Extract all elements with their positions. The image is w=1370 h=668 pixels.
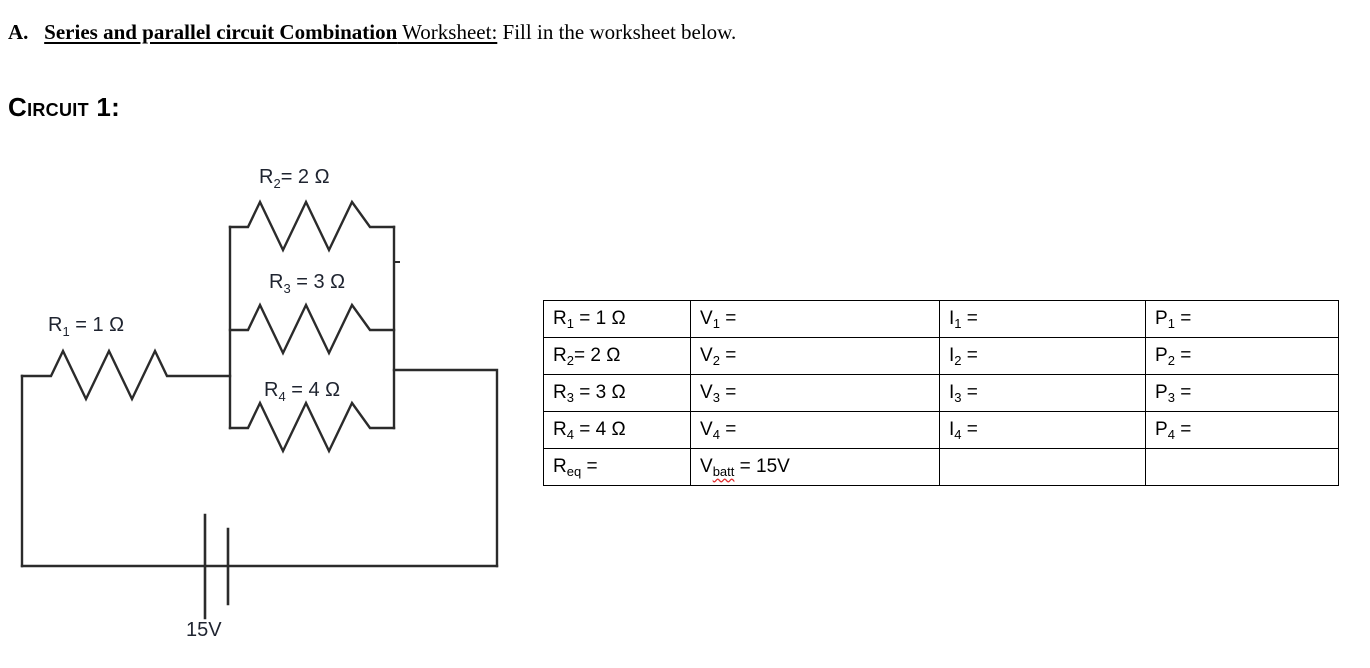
heading-underlined-bold: Series and parallel circuit Combination — [44, 20, 398, 44]
label-r1: R1 = 1 Ω — [48, 314, 124, 339]
heading-underlined-plain: Worksheet: — [397, 20, 498, 44]
cell-power[interactable]: P4 = — [1145, 411, 1339, 449]
spellcheck-underline: batt — [712, 463, 735, 479]
cell-power[interactable]: P2 = — [1145, 337, 1339, 375]
label-battery-voltage: 15V — [186, 619, 222, 641]
battery-15v — [203, 513, 230, 620]
worksheet-table-body: R1 = 1 Ω V1 = I1 = P1 = R2= 2 Ω V2 = I2 … — [543, 300, 1339, 486]
cell-voltage[interactable]: V3 = — [690, 374, 940, 412]
worksheet-heading: A. Series and parallel circuit Combinati… — [8, 20, 736, 45]
cell-battery-voltage[interactable]: Vbatt = 15V — [690, 448, 940, 486]
cell-current[interactable]: I2 = — [939, 337, 1146, 375]
heading-rest: Fill in the worksheet below. — [497, 20, 737, 44]
label-r2: R2= 2 Ω — [259, 166, 330, 191]
circuit-schematic-svg: R2= 2 Ω R3 = 3 Ω R4 = 4 Ω R1 = 1 Ω 15V — [20, 166, 499, 641]
cell-voltage[interactable]: V1 = — [690, 300, 940, 338]
table-row: Req = Vbatt = 15V — [543, 448, 1339, 486]
cell-voltage[interactable]: V4 = — [690, 411, 940, 449]
cell-power[interactable]: P3 = — [1145, 374, 1339, 412]
cell-resistance[interactable]: R3 = 3 Ω — [543, 374, 691, 412]
resistor-r1 — [20, 348, 232, 402]
worksheet-table: R1 = 1 Ω V1 = I1 = P1 = R2= 2 Ω V2 = I2 … — [543, 300, 1339, 486]
table-row: R3 = 3 Ω V3 = I3 = P3 = — [543, 374, 1339, 412]
cell-voltage[interactable]: V2 = — [690, 337, 940, 375]
wire-right — [392, 368, 499, 568]
label-r3: R3 = 3 Ω — [269, 271, 345, 296]
circuit-section-title: Circuit 1: — [8, 92, 121, 122]
table-row: R2= 2 Ω V2 = I2 = P2 = — [543, 337, 1339, 375]
cell-current[interactable]: I3 = — [939, 374, 1146, 412]
table-row: R4 = 4 Ω V4 = I4 = P4 = — [543, 411, 1339, 449]
cell-power[interactable]: P1 = — [1145, 300, 1339, 338]
table-row: R1 = 1 Ω V1 = I1 = P1 = — [543, 300, 1339, 338]
resistor-r2 — [228, 199, 396, 253]
heading-list-letter: A. — [8, 20, 29, 44]
cell-empty[interactable] — [1145, 448, 1339, 486]
circuit-diagram: R2= 2 Ω R3 = 3 Ω R4 = 4 Ω R1 = 1 Ω 15V — [0, 150, 530, 650]
cell-resistance-eq[interactable]: Req = — [543, 448, 691, 486]
cell-current[interactable]: I1 = — [939, 300, 1146, 338]
cell-current[interactable]: I4 = — [939, 411, 1146, 449]
cell-resistance[interactable]: R2= 2 Ω — [543, 337, 691, 375]
cell-empty[interactable] — [939, 448, 1146, 486]
resistor-r4 — [228, 400, 396, 454]
cell-resistance[interactable]: R4 = 4 Ω — [543, 411, 691, 449]
cell-resistance[interactable]: R1 = 1 Ω — [543, 300, 691, 338]
label-r4: R4 = 4 Ω — [264, 379, 340, 404]
resistor-r3 — [228, 302, 396, 356]
